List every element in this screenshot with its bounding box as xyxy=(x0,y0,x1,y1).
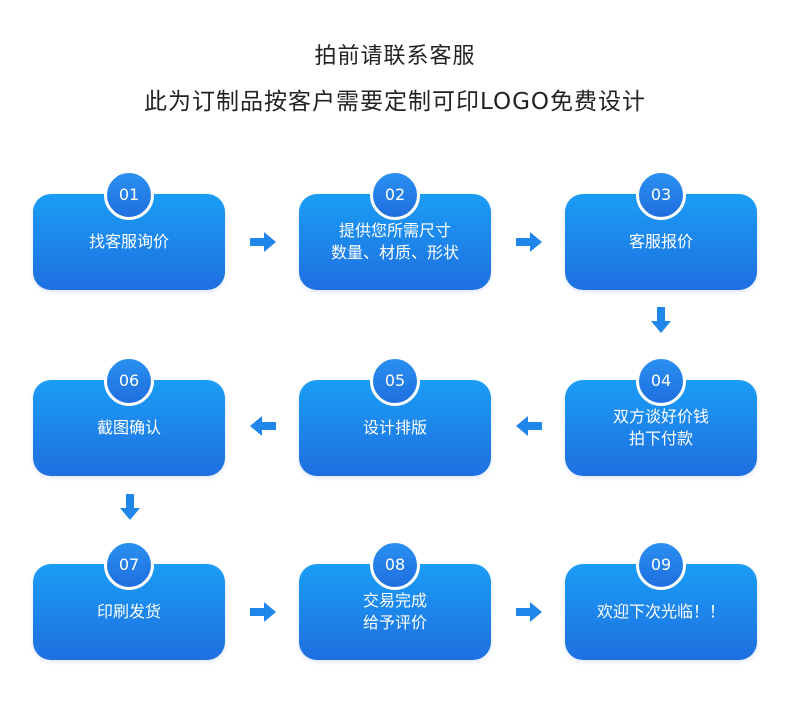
step-label-line: 拍下付款 xyxy=(628,429,693,448)
step-label-line: 交易完成 xyxy=(362,591,427,610)
arrow-left-icon xyxy=(516,416,542,436)
step-label: 欢迎下次光临！！ xyxy=(565,564,757,660)
arrow-down-icon xyxy=(120,494,140,520)
step-label: 客服报价 xyxy=(565,194,757,290)
arrow-right-icon xyxy=(250,232,276,252)
step-label-line: 印刷发货 xyxy=(96,602,161,621)
step-number: 06 xyxy=(104,356,154,406)
step-label-line: 客服报价 xyxy=(628,232,693,251)
step-label-line: 双方谈好价钱 xyxy=(612,407,709,426)
arrow-right-icon xyxy=(516,602,542,622)
step-label: 双方谈好价钱 拍下付款 xyxy=(565,380,757,476)
step-label-line: 提供您所需尺寸 xyxy=(338,221,451,240)
step-label-line: 找客服询价 xyxy=(88,232,169,251)
step-label-line: 截图确认 xyxy=(96,418,161,437)
step-number: 02 xyxy=(370,170,420,220)
step-label: 印刷发货 xyxy=(33,564,225,660)
step-06: 06 截图确认 xyxy=(33,356,225,476)
step-04: 04 双方谈好价钱 拍下付款 xyxy=(565,356,757,476)
step-number: 08 xyxy=(370,540,420,590)
step-label: 设计排版 xyxy=(299,380,491,476)
step-01: 01 找客服询价 xyxy=(33,170,225,290)
arrow-right-icon xyxy=(250,602,276,622)
step-number: 04 xyxy=(636,356,686,406)
arrow-down-icon xyxy=(651,307,671,333)
step-03: 03 客服报价 xyxy=(565,170,757,290)
header-title: 拍前请联系客服 xyxy=(314,44,476,69)
step-number: 03 xyxy=(636,170,686,220)
step-number: 05 xyxy=(370,356,420,406)
step-09: 09 欢迎下次光临！！ xyxy=(565,540,757,660)
step-label: 找客服询价 xyxy=(33,194,225,290)
step-07: 07 印刷发货 xyxy=(33,540,225,660)
step-05: 05 设计排版 xyxy=(299,356,491,476)
step-label: 截图确认 xyxy=(33,380,225,476)
step-label: 交易完成 给予评价 xyxy=(299,564,491,660)
step-label-line: 数量、材质、形状 xyxy=(330,243,459,262)
step-number: 01 xyxy=(104,170,154,220)
arrow-right-icon xyxy=(516,232,542,252)
step-label-line: 欢迎下次光临！！ xyxy=(596,602,725,621)
step-number: 09 xyxy=(636,540,686,590)
step-label: 提供您所需尺寸 数量、材质、形状 xyxy=(299,194,491,290)
header-subtitle: 此为订制品按客户需要定制可印LOGO免费设计 xyxy=(143,89,647,115)
step-02: 02 提供您所需尺寸 数量、材质、形状 xyxy=(299,170,491,290)
step-number: 07 xyxy=(104,540,154,590)
arrow-left-icon xyxy=(250,416,276,436)
step-label-line: 给予评价 xyxy=(362,613,427,632)
step-08: 08 交易完成 给予评价 xyxy=(299,540,491,660)
step-label-line: 设计排版 xyxy=(362,418,427,437)
